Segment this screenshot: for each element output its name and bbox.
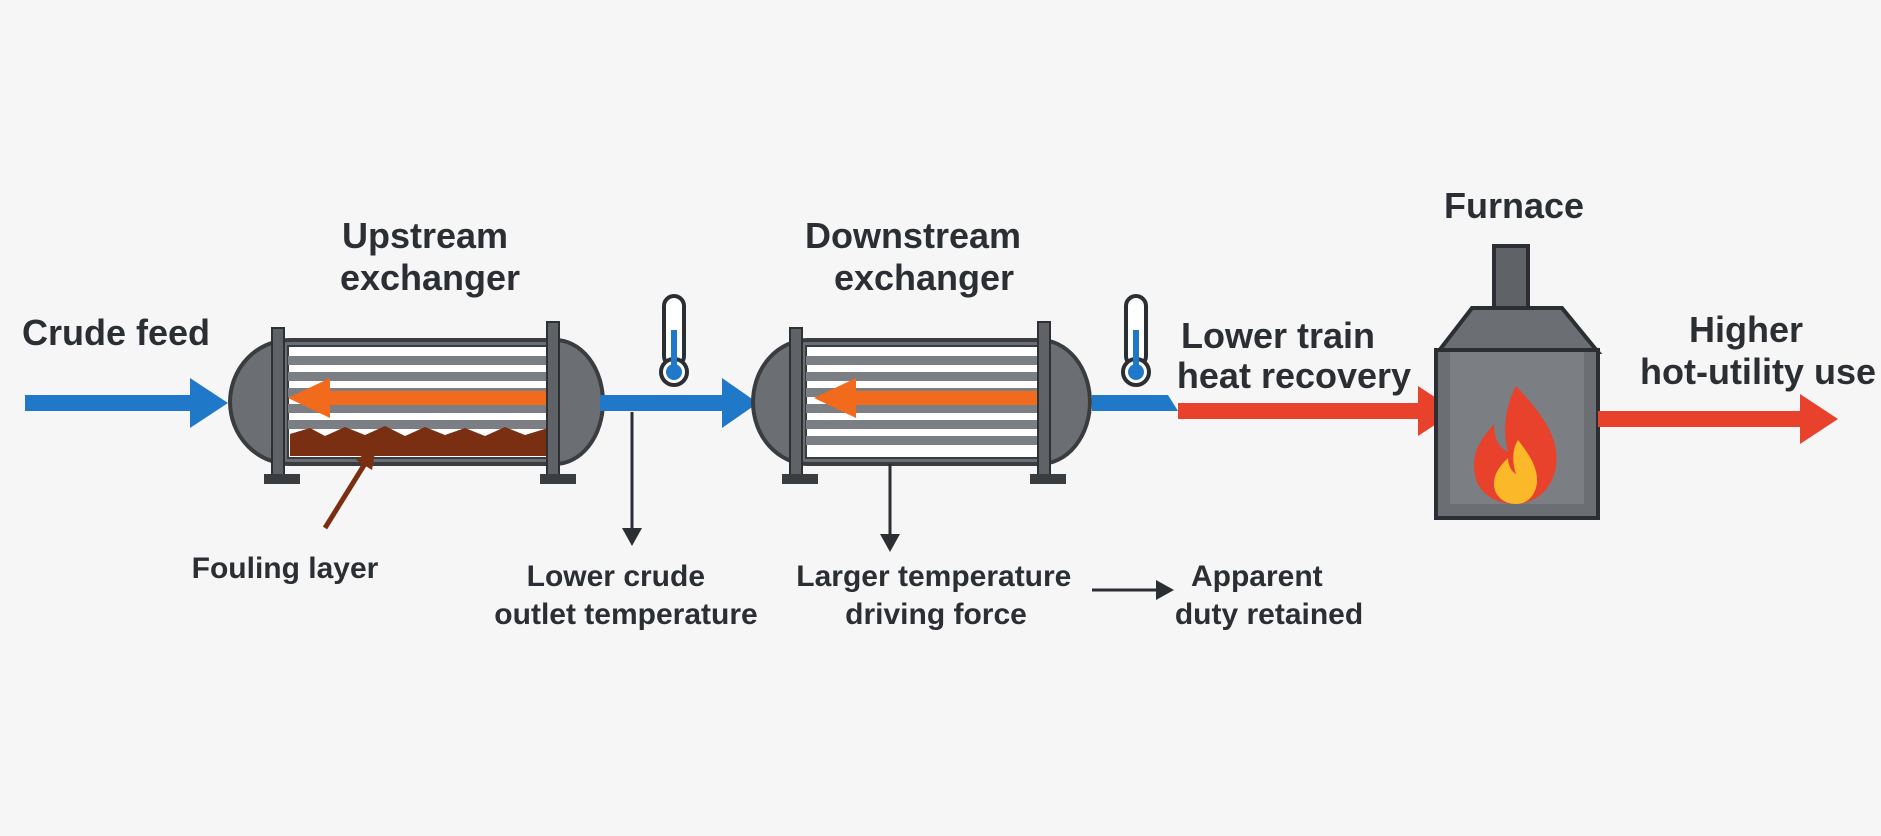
fouling-pointer <box>322 446 376 530</box>
flame-icon <box>1474 386 1557 504</box>
lower-crude-outlet-label: Lower crude outlet temperature <box>494 560 757 631</box>
duty-retained-arrow <box>1092 580 1174 600</box>
outlet-temp-pointer <box>622 412 642 546</box>
fouling-deposit <box>290 426 548 456</box>
thermometer-icon <box>1121 294 1151 387</box>
thermometer-icon <box>659 294 689 387</box>
crude-intermediate-stream <box>600 378 758 428</box>
larger-driving-force-label: Larger temperature driving force <box>796 560 1079 631</box>
hot-utility-stream <box>1598 394 1838 444</box>
higher-hot-utility-label: Higher hot-utility use <box>1640 309 1876 392</box>
downstream-exchanger-label: Downstream exchanger <box>805 215 1031 298</box>
crude-feed-stream <box>25 378 228 428</box>
upstream-exchanger-label: Upstream exchanger <box>340 215 520 298</box>
crude-feed-label: Crude feed <box>22 312 210 353</box>
fouling-layer-label: Fouling layer <box>192 552 379 585</box>
furnace <box>1433 244 1603 520</box>
upstream-exchanger <box>228 321 605 484</box>
downstream-exchanger <box>751 321 1092 484</box>
furnace-label: Furnace <box>1444 185 1584 226</box>
driving-force-pointer <box>880 464 900 552</box>
apparent-duty-label: Apparent duty retained <box>1175 560 1363 631</box>
lower-train-recovery-label: Lower train heat recovery <box>1177 315 1411 396</box>
